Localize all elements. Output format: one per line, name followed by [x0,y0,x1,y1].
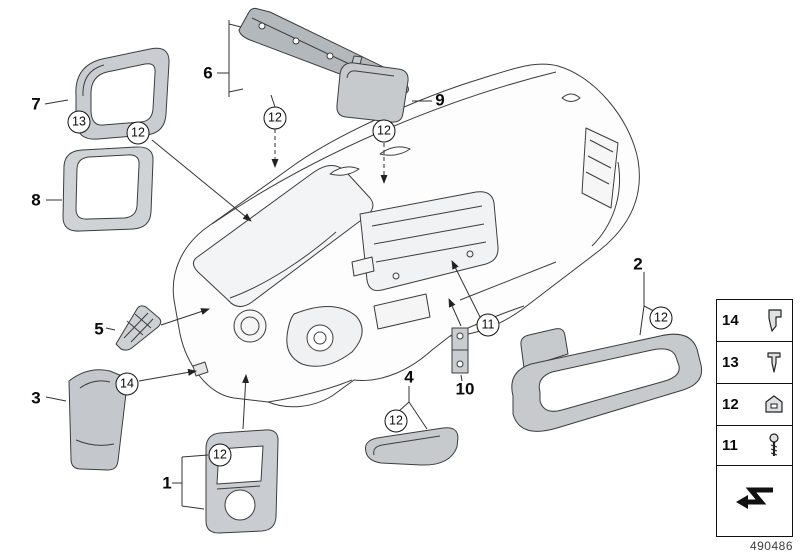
part-label-2[interactable]: 2 [633,254,643,274]
fastener-badge-12-part7[interactable]: 12 [126,121,150,145]
fastener-badge-11[interactable]: 11 [476,313,500,337]
fastener-badge-13[interactable]: 13 [67,110,91,134]
legend-row-14[interactable]: 14 [717,300,792,342]
part-4-drawing [365,427,459,466]
leader-lines [44,20,655,510]
cross-reference-arrow-icon [735,487,773,509]
fastener-badge-12-part4[interactable]: 12 [384,409,408,433]
expanding-rivet-icon [767,351,781,373]
fastener-badge-12-part6[interactable]: 12 [263,106,287,130]
part-7-drawing [75,47,170,140]
part-label-6[interactable]: 6 [203,63,213,83]
screw-icon [769,432,779,456]
part-label-5[interactable]: 5 [94,319,104,339]
part-label-8[interactable]: 8 [31,190,41,210]
legend-label-13: 13 [722,354,739,371]
part-10-drawing [451,327,469,374]
legend-row-13[interactable]: 13 [717,342,792,384]
part-9-drawing [336,55,409,123]
legend-label-12: 12 [722,396,739,413]
part-label-1[interactable]: 1 [162,473,172,493]
retaining-clip-icon [768,308,782,332]
part-label-10[interactable]: 10 [455,379,475,399]
part-5-drawing [115,305,162,351]
fastener-badge-12-part2[interactable]: 12 [649,306,673,330]
legend-label-14: 14 [722,312,739,329]
part-label-3[interactable]: 3 [31,388,41,408]
part-3-drawing [68,369,128,471]
fastener-legend: 14 13 12 11 [716,299,793,537]
fastener-badge-12-part1[interactable]: 12 [208,443,232,467]
fastener-badge-12-part9[interactable]: 12 [372,119,396,143]
fastener-badge-14[interactable]: 14 [115,372,139,396]
legend-row-12[interactable]: 12 [717,384,792,426]
spring-clamp-icon [765,394,783,413]
part-label-9[interactable]: 9 [435,90,445,110]
dashboard-drawing [172,63,640,408]
part-label-7[interactable]: 7 [31,94,41,114]
part-label-4[interactable]: 4 [404,367,414,387]
legend-row-11[interactable]: 11 [717,426,792,466]
part-2-drawing [511,328,703,432]
legend-label-11: 11 [722,437,738,454]
part-8-drawing [62,146,154,232]
legend-row-xref[interactable] [717,466,792,536]
figure-number: 490486 [749,539,793,553]
